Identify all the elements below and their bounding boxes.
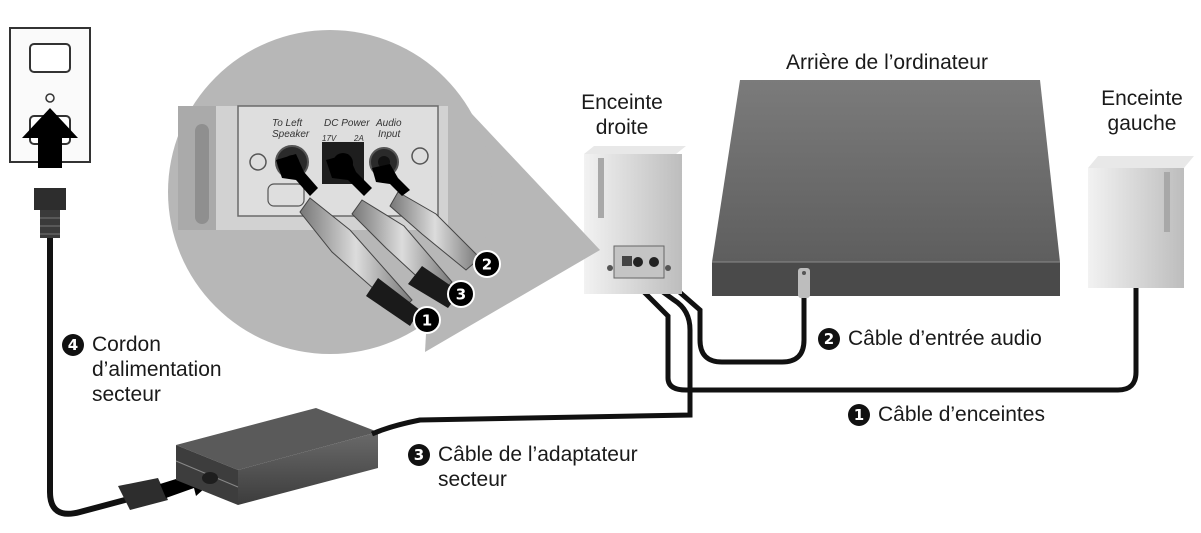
panel-label-audio-2: Input (378, 129, 401, 140)
num-badge-2: 2 (818, 328, 840, 350)
callout-num-3-text: 3 (456, 286, 466, 304)
panel-label-current: 2A (353, 134, 364, 143)
computer-label: Arrière de l’ordinateur (786, 51, 988, 74)
plug-arrow (22, 108, 78, 168)
callout-num-2-text: 2 (482, 256, 492, 274)
right-speaker-label-line1: Enceinte (581, 91, 663, 114)
speaker-cable-label-text: Câble d’enceintes (878, 403, 1045, 426)
adapter-cable (370, 281, 693, 437)
adapter-plug (118, 478, 168, 510)
power-cord-label-line1: Cordon (92, 333, 161, 356)
ac-adapter (175, 408, 378, 505)
left-speaker (1088, 156, 1194, 288)
right-speaker-label-line2: droite (595, 116, 649, 139)
right-speaker-label: Enceinte droite (560, 90, 684, 140)
power-cord (47, 238, 141, 517)
adapter-cable-label: 3 Câble de l’adaptateur secteur (408, 442, 638, 492)
audio-cable-label-text: Câble d’entrée audio (848, 327, 1042, 350)
power-plug (34, 188, 66, 238)
callout-plug-power (351, 199, 460, 308)
callout-plug-speaker (299, 197, 420, 326)
callout-arrows (276, 154, 410, 196)
speaker-cable (636, 268, 1139, 393)
computer (712, 80, 1060, 298)
panel-label-dc-power: DC Power (324, 118, 370, 129)
panel-label-left-speaker-2: Speaker (272, 129, 310, 140)
panel-label-left-speaker: To Left (272, 118, 303, 129)
panel-label-audio: Audio (375, 118, 402, 129)
num-badge-3: 3 (408, 444, 430, 466)
callout-num-1: 1 (413, 306, 441, 334)
callout-num-2: 2 (473, 250, 501, 278)
adapter-cable-label-line1: Câble de l’adaptateur (438, 443, 638, 466)
right-speaker (584, 146, 686, 294)
power-cord-label-line2: d’alimentation (92, 358, 222, 381)
num-badge-1: 1 (848, 404, 870, 426)
power-cord-label-line3: secteur (92, 383, 161, 406)
left-speaker-label: Enceinte gauche (1080, 86, 1201, 136)
audio-cable-label: 2 Câble d’entrée audio (818, 326, 1042, 351)
callout-num-1-text: 1 (422, 312, 432, 330)
speaker-cable-label: 1 Câble d’enceintes (848, 402, 1045, 427)
callout-plug-audio (389, 191, 481, 271)
left-speaker-label-line2: gauche (1107, 112, 1177, 135)
audio-cable (666, 280, 807, 365)
left-speaker-label-line1: Enceinte (1101, 87, 1183, 110)
power-cord-label: 4 Cordon d’alimentation secteur (62, 332, 222, 407)
panel-label-voltage: 17V (322, 134, 337, 143)
callout-num-3: 3 (447, 280, 475, 308)
num-badge-4: 4 (62, 334, 84, 356)
adapter-cable-label-line2: secteur (438, 468, 507, 491)
